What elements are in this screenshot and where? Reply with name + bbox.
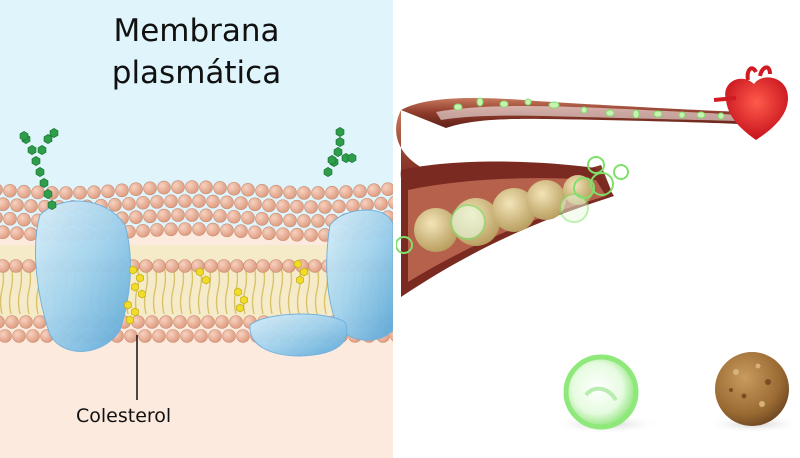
blood-vessel-panel <box>396 0 800 458</box>
panel-divider <box>393 0 396 458</box>
small-particles <box>453 97 725 120</box>
cholesterol-molecule <box>294 259 308 285</box>
green-cell-icon <box>563 354 639 430</box>
cholesterol-particles <box>396 156 629 254</box>
cholesterol-molecule <box>124 300 139 325</box>
brown-cell-icon <box>715 352 789 426</box>
title-line-1: Membrana <box>113 13 280 49</box>
glycan-chain-right <box>323 127 357 177</box>
peripheral-protein <box>249 313 348 357</box>
vessel-illustration <box>396 65 800 434</box>
vessel-lumen <box>436 106 738 121</box>
cholesterol-molecule <box>196 267 210 285</box>
diagram-title: Membrana plasmática <box>0 10 393 94</box>
glycan-chain-left <box>19 128 59 210</box>
transmembrane-protein-right <box>326 209 393 341</box>
heart-icon <box>713 65 788 140</box>
membrane-svg <box>0 0 393 458</box>
membrane-diagram-panel: Membrana plasmática Colesterol <box>0 0 393 458</box>
cholesterol-molecule <box>234 287 248 313</box>
title-line-2: plasmática <box>111 55 282 91</box>
cholesterol-molecule <box>129 265 146 299</box>
transmembrane-protein-left <box>34 200 131 352</box>
cholesterol-label: Colesterol <box>76 405 172 427</box>
